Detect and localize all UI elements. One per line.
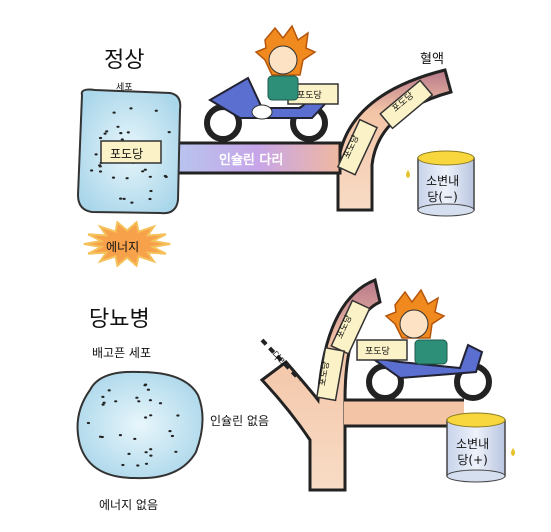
scooter-box-top: 포도당	[297, 91, 322, 101]
vessel-boxes-top	[336, 79, 434, 176]
cell-dot	[127, 452, 131, 455]
cell-dot	[143, 168, 147, 171]
scooter-box-bottom: 포도당	[365, 347, 390, 357]
glucose-in-cell: 포도당	[110, 147, 144, 161]
cell-dot	[149, 454, 153, 457]
scooter-bottom	[356, 339, 492, 401]
cell-dot	[98, 136, 103, 140]
cell-dot	[149, 414, 153, 417]
urine-diabetic-label: 소변내 당(+)	[456, 437, 490, 467]
cell-dot	[98, 165, 102, 168]
cell-dot	[154, 109, 158, 112]
cell-dots	[86, 383, 180, 467]
cell-dot	[137, 400, 141, 403]
cell-dot	[129, 107, 133, 110]
cell-dot	[158, 402, 163, 405]
no-energy-label: 에너지 없음	[99, 498, 159, 512]
cell-dot	[111, 176, 116, 179]
cell-dot	[148, 175, 152, 178]
normal-section	[76, 24, 475, 268]
normal-title: 정상	[104, 48, 145, 73]
blood-vessel-top	[336, 68, 453, 212]
energy-label: 에너지	[106, 240, 140, 254]
cell-dot	[119, 132, 123, 135]
cell-dot	[144, 451, 148, 454]
cell-dot	[174, 450, 178, 453]
cell-dot	[146, 388, 150, 391]
cell-dot	[126, 131, 130, 134]
rider-top	[251, 24, 317, 120]
cell-dot	[149, 448, 153, 451]
cell-dot	[86, 421, 90, 425]
cell-dot	[118, 434, 122, 437]
cell-dot	[148, 197, 152, 201]
cell-dot	[135, 396, 139, 399]
urine-cup-normal	[406, 150, 475, 217]
cell-dot	[167, 131, 171, 134]
cell-dot	[116, 125, 120, 128]
cell-dot	[114, 400, 118, 403]
broken-bridge-dashes	[260, 338, 302, 382]
cell-dot	[125, 177, 129, 180]
diabetic-title: 당뇨병	[89, 307, 150, 332]
cell-dot	[149, 189, 153, 193]
cell-dot	[121, 463, 125, 467]
hungry-cell	[76, 370, 204, 480]
vessel-boxes-bottom	[315, 299, 371, 402]
cell-dot	[141, 170, 145, 173]
cell-dot	[122, 197, 126, 200]
cell-dot	[176, 414, 180, 417]
cell-dot	[101, 395, 105, 398]
cell-dot	[130, 201, 134, 204]
cell-label: 세포	[116, 83, 133, 93]
glucose-box-cell	[100, 140, 162, 164]
cell-dot	[107, 389, 111, 392]
cell-dot	[144, 416, 148, 419]
no-insulin-label: 인슐린 없음	[210, 414, 270, 428]
cell-dot	[170, 434, 174, 438]
insulin-bridge-label: 인슐린 다리	[219, 153, 284, 168]
cell-dot	[119, 197, 123, 200]
cell-dot	[103, 132, 107, 135]
cell-dot	[136, 464, 140, 467]
cell-dot	[144, 383, 148, 386]
cell-dot	[164, 175, 168, 178]
urine-cup-diabetic	[446, 412, 515, 483]
scooter-top	[204, 76, 339, 142]
cell-dot	[148, 399, 152, 402]
cell-dot	[120, 138, 124, 141]
cell-dot	[168, 430, 172, 433]
cell-dot	[101, 403, 105, 406]
cell-dot	[112, 111, 116, 114]
cell-dot	[94, 153, 98, 156]
cell-dot	[98, 170, 103, 173]
cell-dot	[144, 462, 149, 465]
vessel-bottom-base	[344, 400, 464, 426]
cell-dot	[90, 169, 94, 172]
diabetic-section	[76, 277, 515, 492]
cell-dot	[102, 401, 106, 404]
hungry-cell-label: 배고픈 세포	[92, 346, 152, 360]
energy-burst-icon	[83, 220, 171, 268]
blood-label: 혈액	[420, 52, 444, 67]
urine-normal-label: 소변내 당(−)	[426, 174, 460, 204]
rider-bottom	[384, 288, 448, 365]
cell-dot	[100, 435, 104, 439]
cell-dot	[133, 437, 137, 440]
cell-dot	[105, 130, 109, 133]
